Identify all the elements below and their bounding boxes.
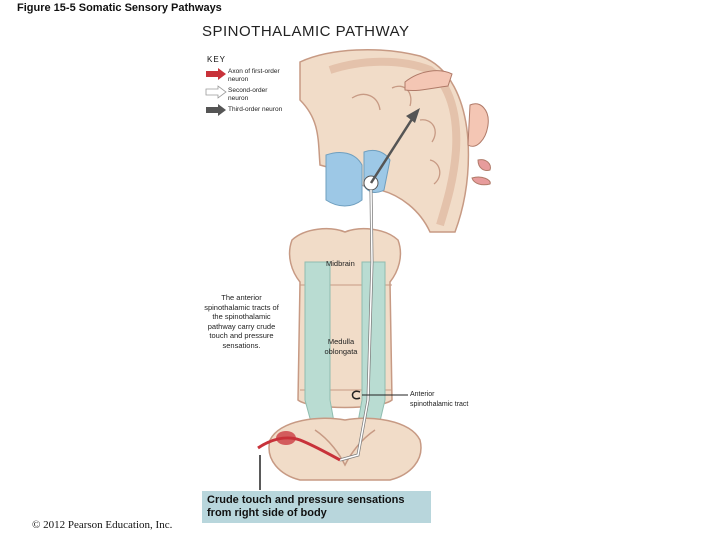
first-order-neuron [257, 436, 341, 462]
third-order-neuron [369, 115, 416, 184]
label-anterior-tract: Anterior spinothalamic tract [410, 391, 469, 408]
key-label-third-order: Third-order neuron [228, 106, 283, 113]
label-midbrain: Midbrain [326, 259, 355, 268]
key-label-first-order: Axon of first-order neuron [228, 68, 280, 83]
dorsal-root-ganglion [276, 431, 296, 445]
spinal-cord [268, 417, 422, 481]
caption-box: Crude touch and pressure sensations from… [202, 491, 431, 523]
tract-bracket [351, 390, 361, 400]
main-title: SPINOTHALAMIC PATHWAY [202, 23, 410, 40]
key-dark-arrow [206, 104, 226, 116]
pathway-description: The anterior spinothalamic tracts of the… [204, 293, 279, 350]
figure-title: Figure 15-5 Somatic Sensory Pathways [17, 2, 222, 14]
copyright: © 2012 Pearson Education, Inc. [32, 519, 173, 531]
key-label-second-order: Second-order neuron [228, 87, 268, 102]
third-order-arrowhead [406, 108, 420, 123]
key-red-arrow [206, 68, 226, 80]
key-title: KEY [207, 55, 227, 64]
homunculus [404, 70, 491, 186]
key-symbols [205, 68, 227, 116]
key-white-arrow [205, 85, 227, 99]
label-medulla: Medulla oblongata [324, 337, 358, 356]
